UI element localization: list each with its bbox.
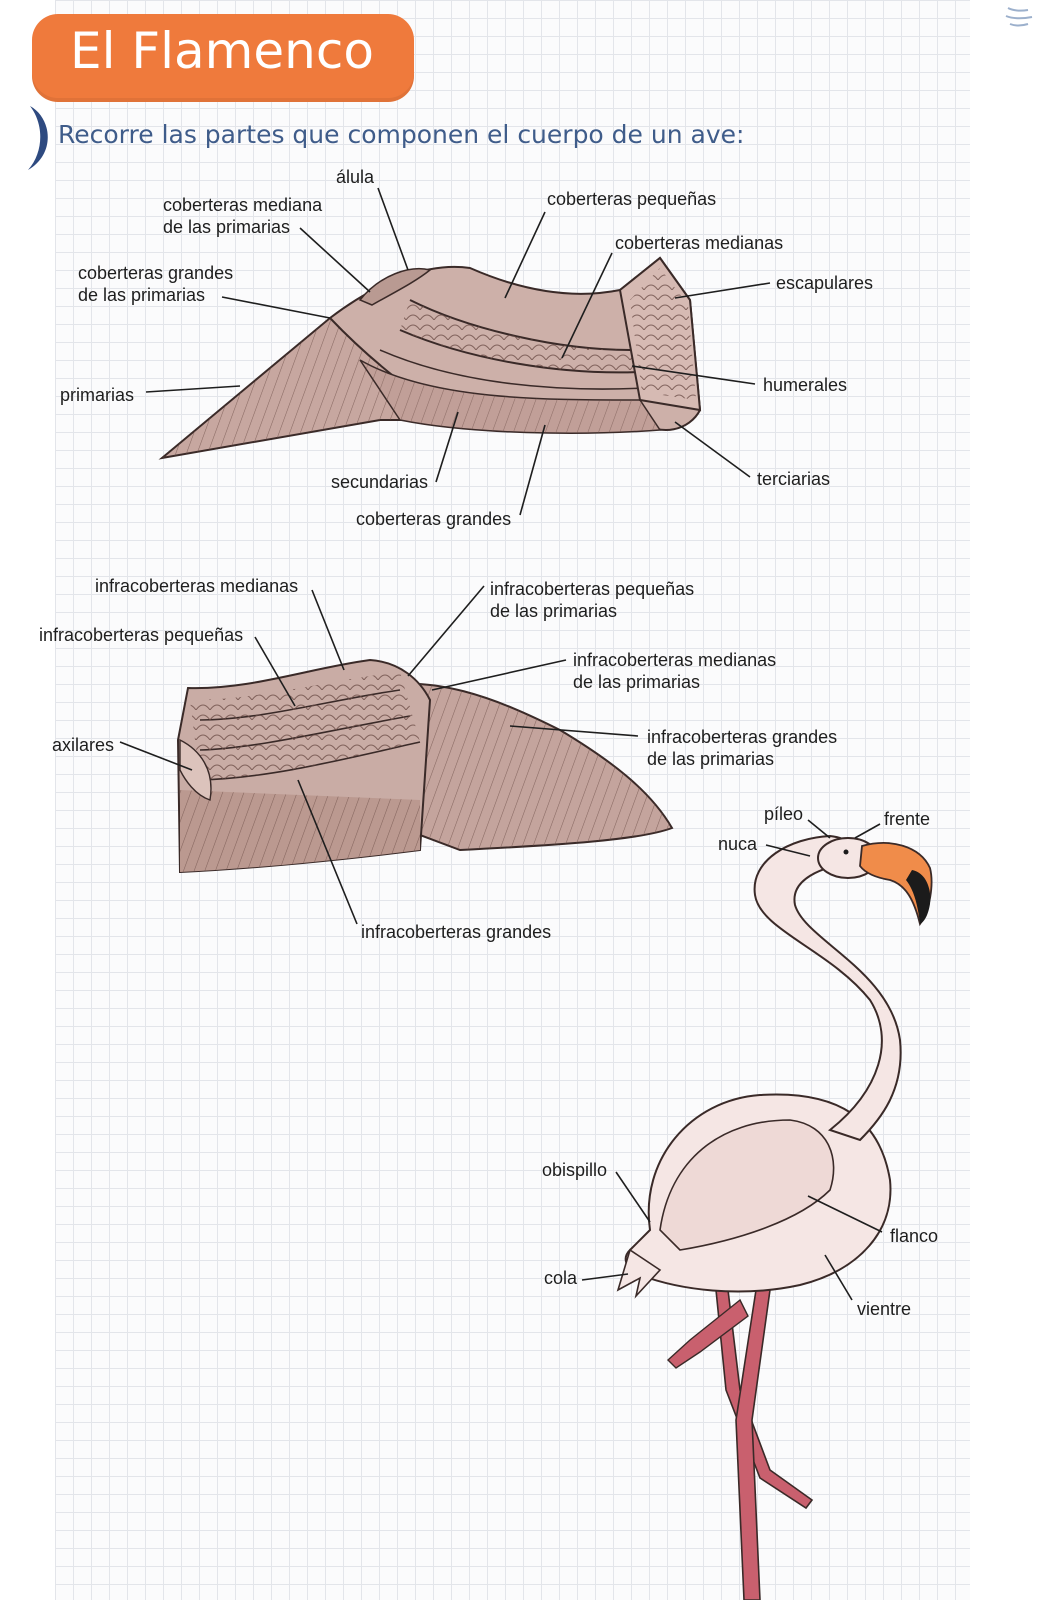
under-wing-illustration (176, 658, 674, 874)
label-escapulares: escapulares (776, 273, 874, 293)
label-flanco: flanco (890, 1226, 939, 1246)
title-banner (32, 14, 414, 102)
label-infracoberteras-medianas-primarias-line2: de las primarias (573, 672, 701, 692)
subtitle-bracket-icon (28, 106, 48, 170)
label-obispillo: obispillo (542, 1160, 608, 1180)
label-primarias: primarias (60, 385, 135, 405)
label-infracoberteras-medianas: infracoberteras medianas (95, 576, 299, 596)
label-infracoberteras-grandes-primarias-line1: infracoberteras grandes (647, 727, 838, 747)
label-frente: frente (884, 809, 931, 829)
corner-decoration-icon (1005, 7, 1033, 27)
instruction-text: Recorre las partes que componen el cuerp… (58, 120, 745, 149)
leader-lines (119, 187, 883, 1301)
label-infracoberteras-pequenas-primarias-line1: infracoberteras pequeñas (490, 579, 695, 599)
label-infracoberteras-medianas-primarias-line1: infracoberteras medianas (573, 650, 777, 670)
label-humerales: humerales (763, 375, 848, 395)
label-coberteras-medianas: coberteras medianas (615, 233, 784, 253)
label-axilares: axilares (52, 735, 115, 755)
flamingo-illustration (616, 834, 933, 1600)
label-coberteras-grandes-primarias-line2: de las primarias (78, 285, 206, 305)
label-terciarias: terciarias (757, 469, 831, 489)
label-nuca: nuca (718, 834, 758, 854)
label-vientre: vientre (857, 1299, 912, 1319)
label-coberteras-grandes: coberteras grandes (356, 509, 512, 529)
label-infracoberteras-pequenas: infracoberteras pequeñas (39, 625, 244, 645)
upper-wing-illustration (158, 256, 702, 460)
label-infracoberteras-grandes-primarias-line2: de las primarias (647, 749, 775, 769)
label-infracoberteras-pequenas-primarias-line2: de las primarias (490, 601, 618, 621)
label-coberteras-mediana-primarias-line2: de las primarias (163, 217, 291, 237)
label-coberteras-grandes-primarias-line1: coberteras grandes (78, 263, 234, 283)
label-coberteras-pequenas: coberteras pequeñas (547, 189, 717, 209)
label-secundarias: secundarias (331, 472, 429, 492)
label-infracoberteras-grandes: infracoberteras grandes (361, 922, 552, 942)
page-title: El Flamenco (70, 22, 374, 80)
label-pileo: píleo (764, 804, 804, 824)
label-coberteras-mediana-primarias-line1: coberteras mediana (163, 195, 323, 215)
label-cola: cola (544, 1268, 578, 1288)
label-alula: álula (336, 167, 375, 187)
